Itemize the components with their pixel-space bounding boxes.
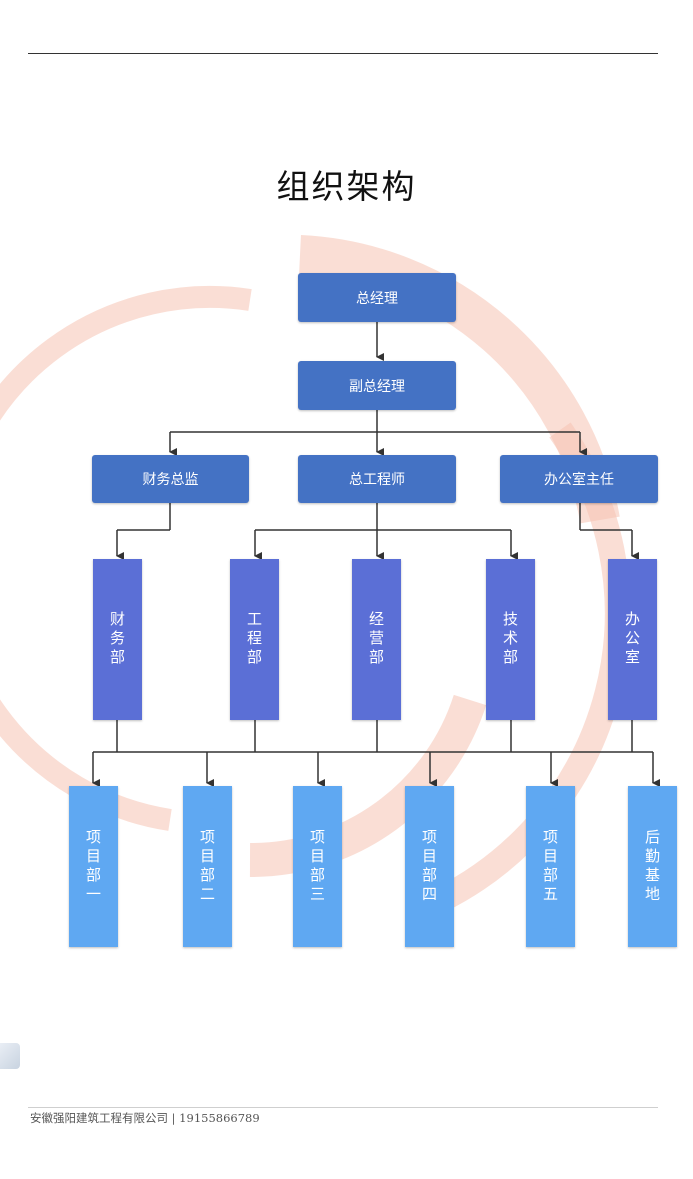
- node-project-dept-2: 项目部二: [183, 786, 232, 947]
- node-finance-director: 财务总监: [92, 455, 249, 503]
- node-logistics-base: 后勤基地: [628, 786, 677, 947]
- node-project-dept-5: 项目部五: [526, 786, 575, 947]
- node-technical-dept: 技术部: [486, 559, 535, 720]
- node-project-dept-4: 项目部四: [405, 786, 454, 947]
- node-deputy-manager: 副总经理: [298, 361, 456, 410]
- node-finance-dept: 财务部: [93, 559, 142, 720]
- node-project-dept-1: 项目部一: [69, 786, 118, 947]
- footer-rule: [28, 1107, 658, 1108]
- page-title: 组织架构: [276, 167, 417, 206]
- node-operations-dept: 经营部: [352, 559, 401, 720]
- header-rule: [28, 53, 658, 54]
- node-office-dept: 办公室: [608, 559, 657, 720]
- node-chief-engineer: 总工程师: [298, 455, 456, 503]
- node-office-director: 办公室主任: [500, 455, 658, 503]
- page-footer: 安徽强阳建筑工程有限公司 | 19155866789: [30, 1111, 260, 1125]
- node-engineering-dept: 工程部: [230, 559, 279, 720]
- node-project-dept-3: 项目部三: [293, 786, 342, 947]
- corner-decoration: [0, 1043, 20, 1069]
- node-general-manager: 总经理: [298, 273, 456, 322]
